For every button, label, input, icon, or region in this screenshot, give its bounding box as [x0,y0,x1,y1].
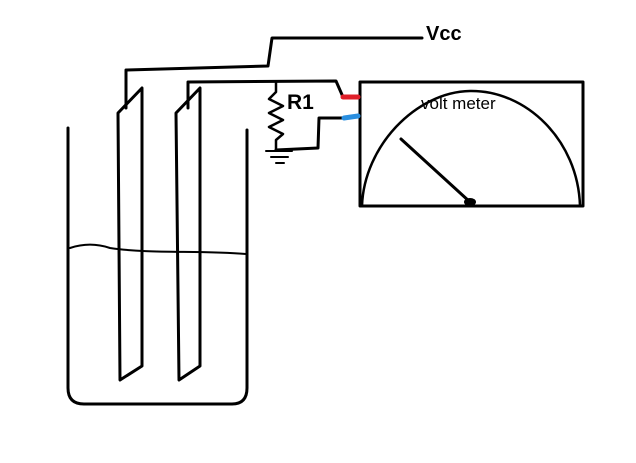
ground-symbol [265,150,293,164]
negative-terminal [341,113,361,121]
electrode-left [116,86,144,382]
voltmeter-label: volt meter [421,94,496,113]
voltmeter-dial [360,89,582,208]
voltmeter-needle [399,137,472,204]
beaker [66,126,249,406]
needle-pivot [464,198,476,206]
voltmeter-body [358,80,585,208]
resistor-label: R1 [287,91,314,114]
vcc-label: Vcc [426,23,462,45]
resistor-r1 [267,80,285,152]
liquid-surface [69,243,247,255]
vcc-wire [124,36,424,110]
ground-wire [274,116,350,152]
electrode-right [174,86,202,382]
